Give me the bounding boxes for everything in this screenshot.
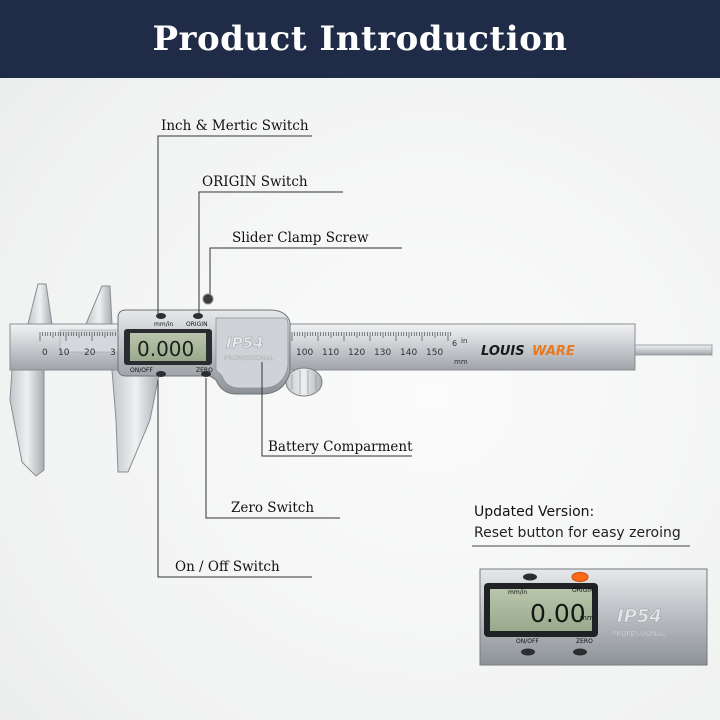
- updated-version-description: Reset button for easy zeroing: [474, 525, 681, 541]
- updated-lcd-screen: [490, 589, 592, 631]
- updated-lcd-reading: 0.00: [530, 599, 586, 628]
- scale-inch-label: 6: [452, 339, 457, 348]
- scale-ticks-right: [291, 332, 451, 341]
- lcd-screen: [130, 333, 206, 361]
- scale-label-low: 10: [58, 348, 70, 358]
- page-title: Product Introduction: [152, 19, 568, 59]
- callout-inch-metric-switch: Inch & Mertic Switch: [161, 118, 309, 134]
- fixed-lower-jaw: [9, 369, 45, 477]
- professional-badge: PROFESSIONAL: [224, 354, 274, 362]
- updated-zero-button: [573, 648, 587, 656]
- origin-button-label: ORIGIN: [186, 321, 208, 328]
- sliding-upper-jaw: [85, 285, 113, 325]
- onoff-button: [156, 371, 166, 377]
- callout-on-off-switch: On / Off Switch: [175, 559, 280, 575]
- updated-mmin-button: [523, 573, 537, 581]
- callout-origin-switch: ORIGIN Switch: [202, 174, 308, 190]
- updated-onoff-button: [521, 648, 535, 656]
- updated-mmin-label: mm/in: [508, 589, 527, 596]
- callout-zero-switch: Zero Switch: [231, 500, 315, 516]
- battery-cover: [215, 317, 289, 389]
- onoff-button-label: ON/OFF: [130, 367, 153, 374]
- thumb-roller: [285, 367, 323, 397]
- updated-reset-button: [571, 572, 589, 582]
- zero-button-label: ZERO: [196, 367, 213, 374]
- scale-label-high: 120: [348, 348, 365, 358]
- scale-ticks-left: [39, 332, 119, 341]
- updated-zero-label: ZERO: [576, 638, 593, 645]
- clamp-screw: [202, 293, 214, 305]
- title-banner: Product Introduction: [0, 0, 720, 78]
- sliding-lower-jaw: [111, 369, 161, 473]
- updated-onoff-label: ON/OFF: [516, 638, 539, 645]
- scale-label-high: 110: [322, 348, 339, 358]
- callout-slider-clamp-screw: Slider Clamp Screw: [232, 230, 369, 246]
- unit-mm-label: mm: [454, 358, 468, 366]
- scale-label-high: 100: [296, 348, 313, 358]
- updated-version-title: Updated Version:: [474, 504, 595, 520]
- unit-in-label: in: [461, 337, 467, 345]
- brand-logo-ware: WARE: [532, 344, 575, 359]
- callout-lines: [157, 135, 412, 578]
- fixed-upper-jaw: [27, 283, 53, 325]
- mmin-button-label: mm/in: [154, 321, 173, 328]
- updated-origin-label: ORIGIN: [572, 587, 594, 594]
- origin-button: [193, 313, 203, 319]
- brand-logo-louis: LOUIS: [481, 344, 525, 359]
- updated-ip54-badge: IP54: [617, 606, 662, 627]
- updated-lcd-unit: mm: [580, 614, 594, 622]
- scale-label-high: 130: [374, 348, 391, 358]
- scale-label-low: 0: [42, 348, 48, 358]
- scale-label-high: 150: [426, 348, 443, 358]
- lcd-reading: 0.000: [137, 337, 194, 361]
- scale-label-low: 3: [110, 348, 116, 358]
- updated-professional-badge: PROFESSIONAL: [612, 630, 666, 638]
- zero-button: [201, 371, 211, 377]
- scale-label-low: 20: [84, 348, 96, 358]
- callout-battery-compartment: Battery Comparment: [268, 439, 413, 455]
- scale-label-high: 140: [400, 348, 417, 358]
- ip54-badge: IP54: [226, 334, 263, 352]
